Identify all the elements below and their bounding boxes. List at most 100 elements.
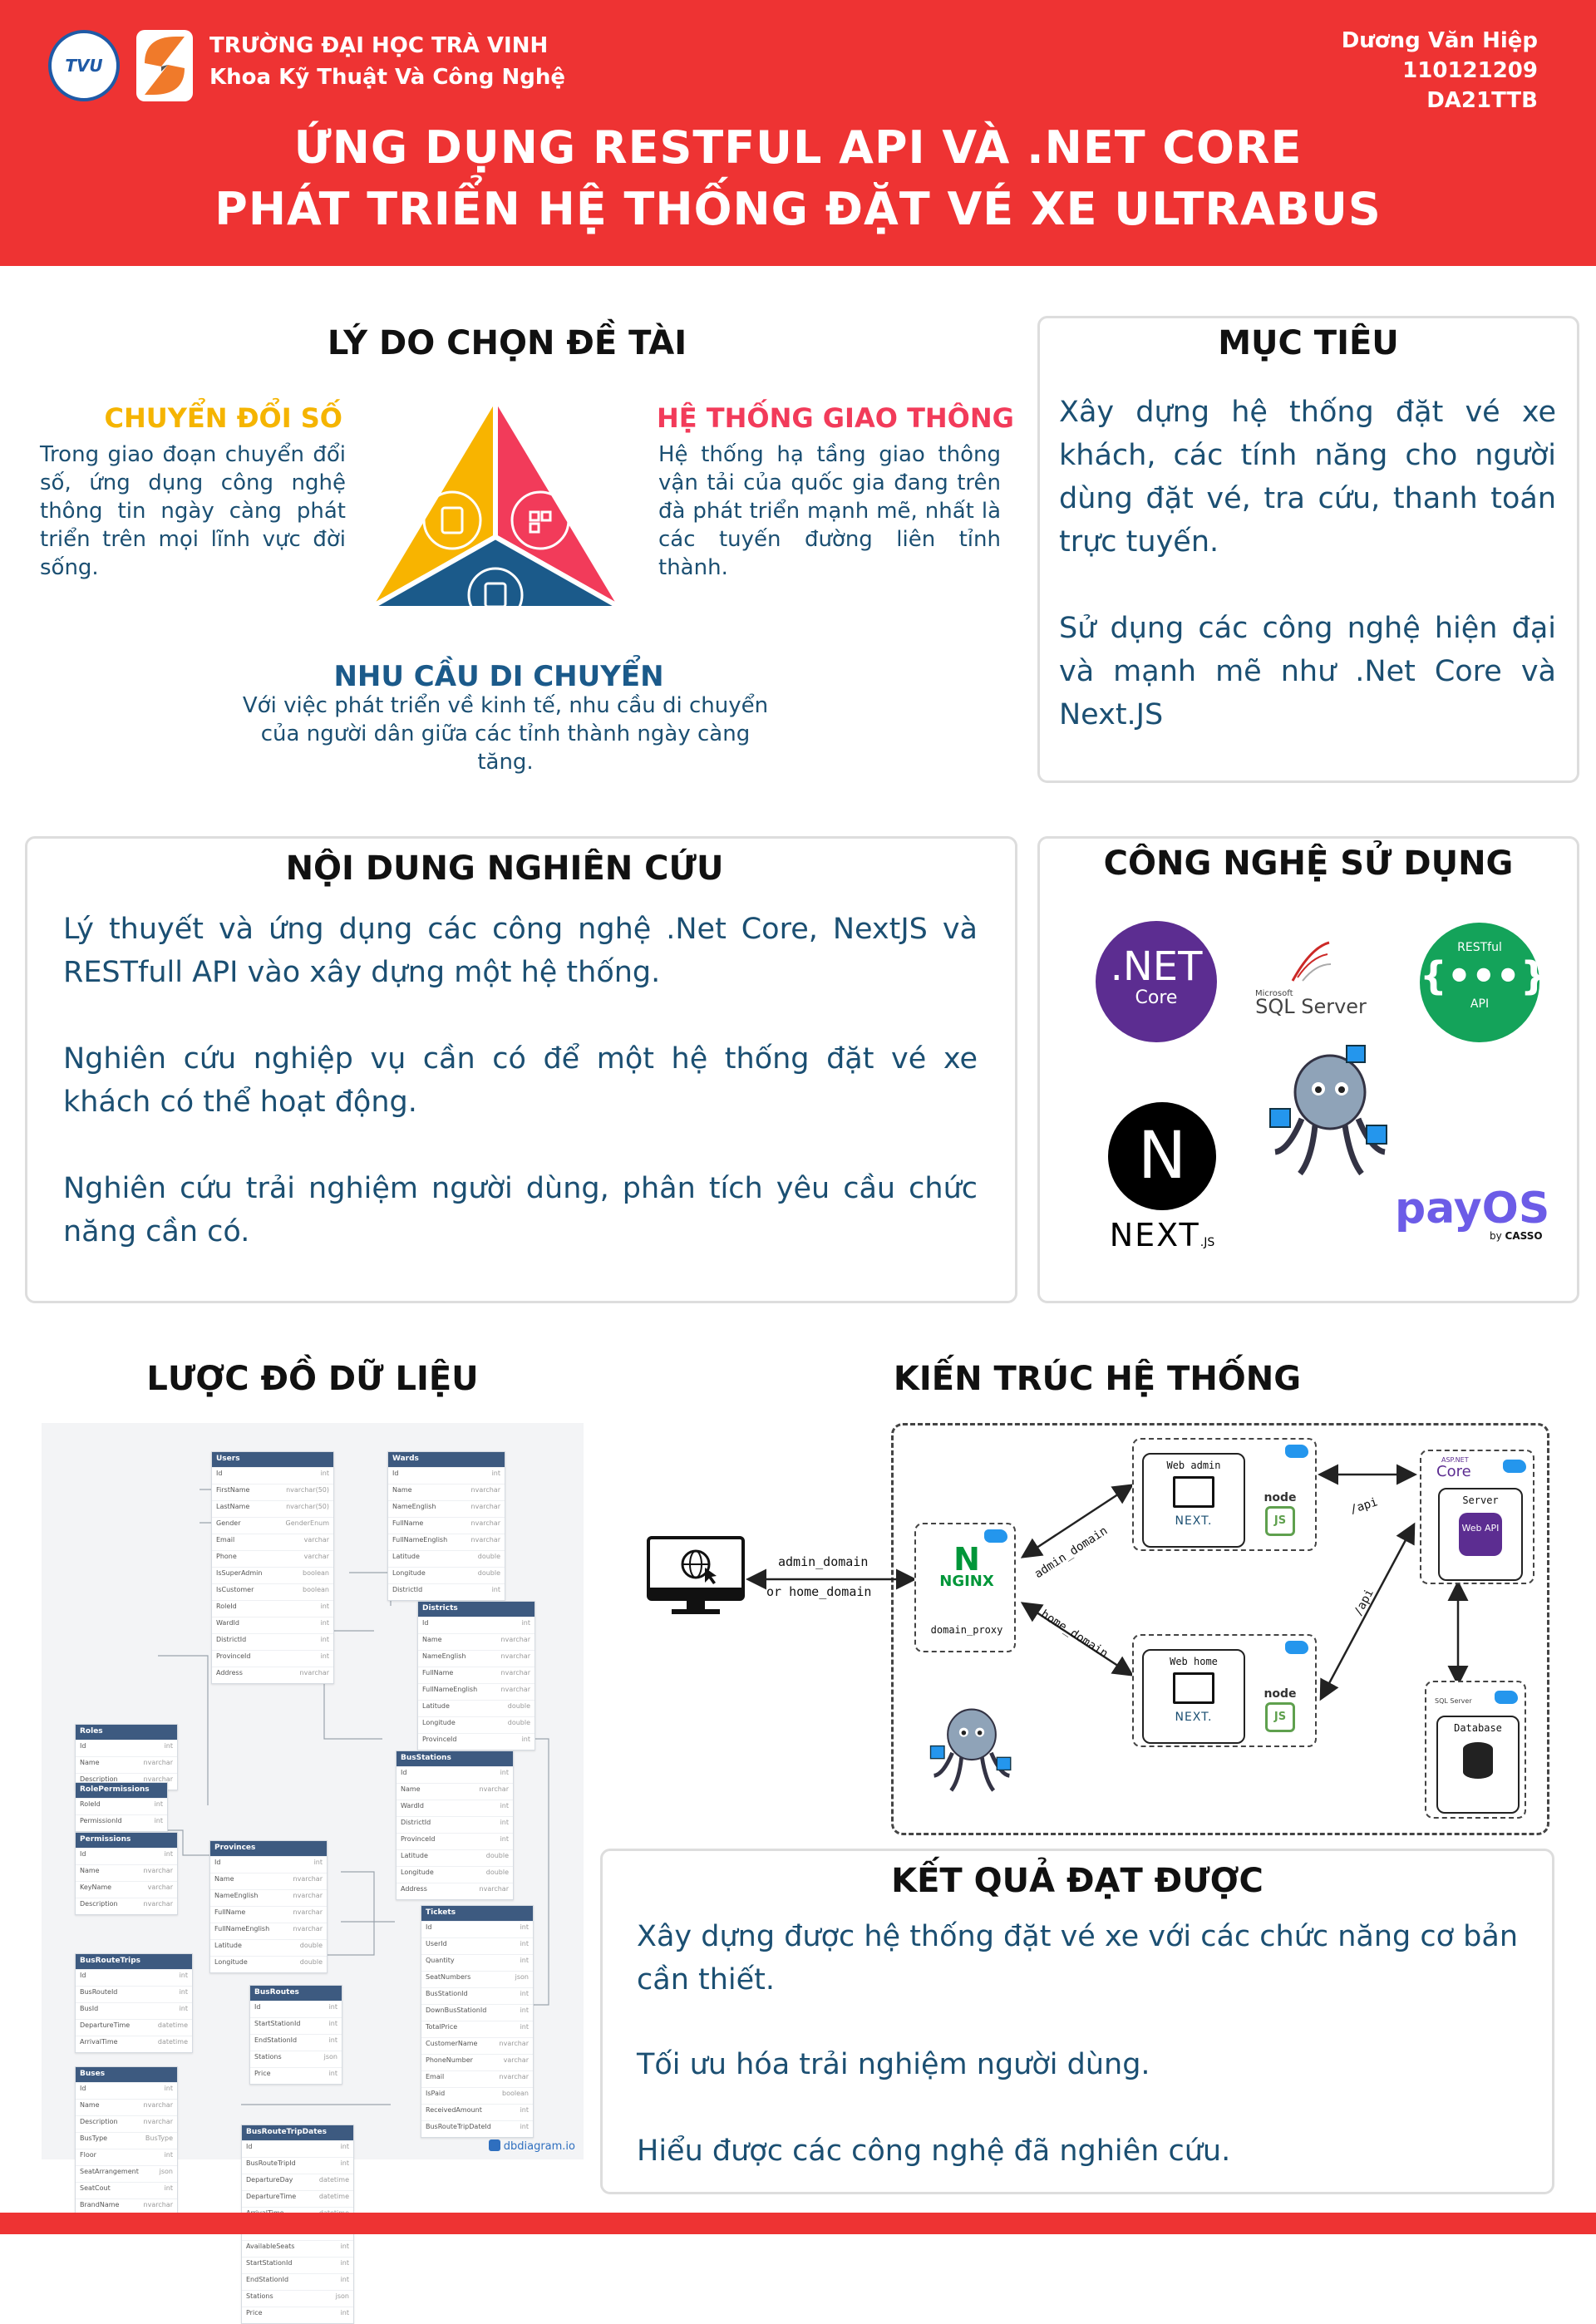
dotnet-logo-small: Core	[1135, 987, 1178, 1008]
schema-column-name: BusRouteId	[80, 1988, 118, 1996]
restful-braces-icon: {•••}	[1420, 953, 1548, 998]
schema-column-name: BusId	[80, 2005, 99, 2012]
dbdiagram-text: dbdiagram.io	[503, 2140, 575, 2153]
schema-column-type: boolean	[502, 2090, 529, 2097]
schema-column-name: Stations	[254, 2053, 282, 2061]
results-paragraph-1: Xây dựng được hệ thống đặt vé xe với các…	[637, 1920, 1519, 1997]
architecture-title: KIẾN TRÚC HỆ THỐNG	[893, 1360, 1302, 1398]
schema-column-name: Floor	[80, 2151, 96, 2159]
goals-paragraph-1: Xây dựng hệ thống đặt vé xe khách, các t…	[1059, 396, 1556, 559]
schema-column-name: CustomerName	[426, 2040, 478, 2047]
university-name: TRƯỜNG ĐẠI HỌC TRÀ VINH	[209, 33, 549, 58]
schema-column-name: SeatNumbers	[426, 1973, 471, 1981]
schema-column-name: FullNameEnglish	[392, 1536, 448, 1544]
reasons-triangle-graphic	[362, 391, 628, 640]
schema-column-name: IsSuperAdmin	[216, 1569, 263, 1577]
schema-column-name: Id	[80, 1850, 86, 1858]
payos-by: by	[1490, 1230, 1502, 1242]
schema-column-type: int	[179, 2005, 188, 2012]
aspnet-core: Core	[1436, 1463, 1471, 1480]
schema-column-type: nvarchar	[143, 1759, 173, 1766]
schema-column-type: int	[328, 2003, 337, 2011]
results-paragraph-3: Hiểu được các công nghệ đã nghiên cứu.	[637, 2134, 1231, 2168]
schema-table-row: Longitude double	[388, 1567, 505, 1583]
schema-column-name: Name	[80, 1759, 100, 1766]
schema-column-type: boolean	[303, 1569, 329, 1577]
schema-column-type: double	[299, 1942, 323, 1949]
schema-column-type: nvarchar(50)	[286, 1486, 329, 1494]
poster-title-line1: ỨNG DỤNG RESTFUL API VÀ .NET CORE	[293, 121, 1303, 174]
schema-column-name: Gender	[216, 1519, 241, 1527]
schema-column-type: json	[335, 2292, 349, 2300]
schema-column-name: Description	[80, 1775, 118, 1783]
schema-column-type: varchar	[303, 1553, 329, 1560]
schema-column-type: int	[320, 1619, 329, 1627]
schema-column-type: int	[500, 1835, 509, 1843]
schema-table-row: Name nvarchar	[76, 1756, 177, 1773]
schema-column-type: nvarchar	[479, 1885, 509, 1893]
schema-column-name: Price	[254, 2070, 271, 2077]
schema-column-name: Id	[254, 2003, 261, 2011]
schema-column-type: json	[323, 2053, 337, 2061]
docker-icon-web-home	[1285, 1641, 1308, 1654]
schema-column-type: nvarchar	[293, 1908, 323, 1916]
schema-column-type: int	[340, 2143, 349, 2150]
server-label: Server	[1462, 1494, 1499, 1506]
schema-column-type: int	[313, 1859, 323, 1866]
reason-left-heading: CHUYỂN ĐỔI SỐ	[104, 402, 342, 434]
schema-column-name: FirstName	[216, 1486, 250, 1494]
schema-column-name: Latitude	[401, 1852, 428, 1859]
nginx-caption: domain_proxy	[930, 1624, 1003, 1636]
schema-table-name: Districts	[418, 1602, 534, 1617]
faculty-logo	[136, 30, 193, 101]
nginx-box: NGINX N domain_proxy	[914, 1523, 1016, 1652]
schema-column-name: RoleId	[80, 1800, 101, 1808]
node-logo-admin: node JS	[1255, 1491, 1305, 1536]
schema-table-name: Buses	[76, 2067, 177, 2082]
schema-table-name: Tickets	[421, 1906, 533, 1921]
student-id: 110121209	[1402, 58, 1538, 83]
schema-column-type: double	[477, 1569, 500, 1577]
server-box: ASP.NET Core Server Web API	[1420, 1450, 1534, 1584]
sqlserver-small-label: SQL Server	[1435, 1697, 1472, 1705]
schema-title: LƯỢC ĐỒ DỮ LIỆU	[146, 1360, 479, 1398]
schema-column-name: Longitude	[392, 1569, 426, 1577]
schema-column-name: EndStationId	[246, 2276, 289, 2283]
database-cylinder-icon	[1463, 1742, 1493, 1779]
web-admin-monitor-icon	[1173, 1476, 1214, 1508]
node-logo-home: node JS	[1255, 1687, 1305, 1732]
schema-column-type: nvarchar	[470, 1486, 500, 1494]
schema-column-name: FullName	[214, 1908, 246, 1916]
schema-column-type: nvarchar	[479, 1785, 509, 1793]
schema-table-name: Permissions	[76, 1833, 177, 1848]
schema-column-name: DistrictId	[216, 1636, 247, 1643]
schema-column-type: int	[520, 2123, 529, 2130]
schema-column-type: BusType	[145, 2134, 173, 2142]
schema-column-type: nvarchar	[143, 2201, 173, 2208]
